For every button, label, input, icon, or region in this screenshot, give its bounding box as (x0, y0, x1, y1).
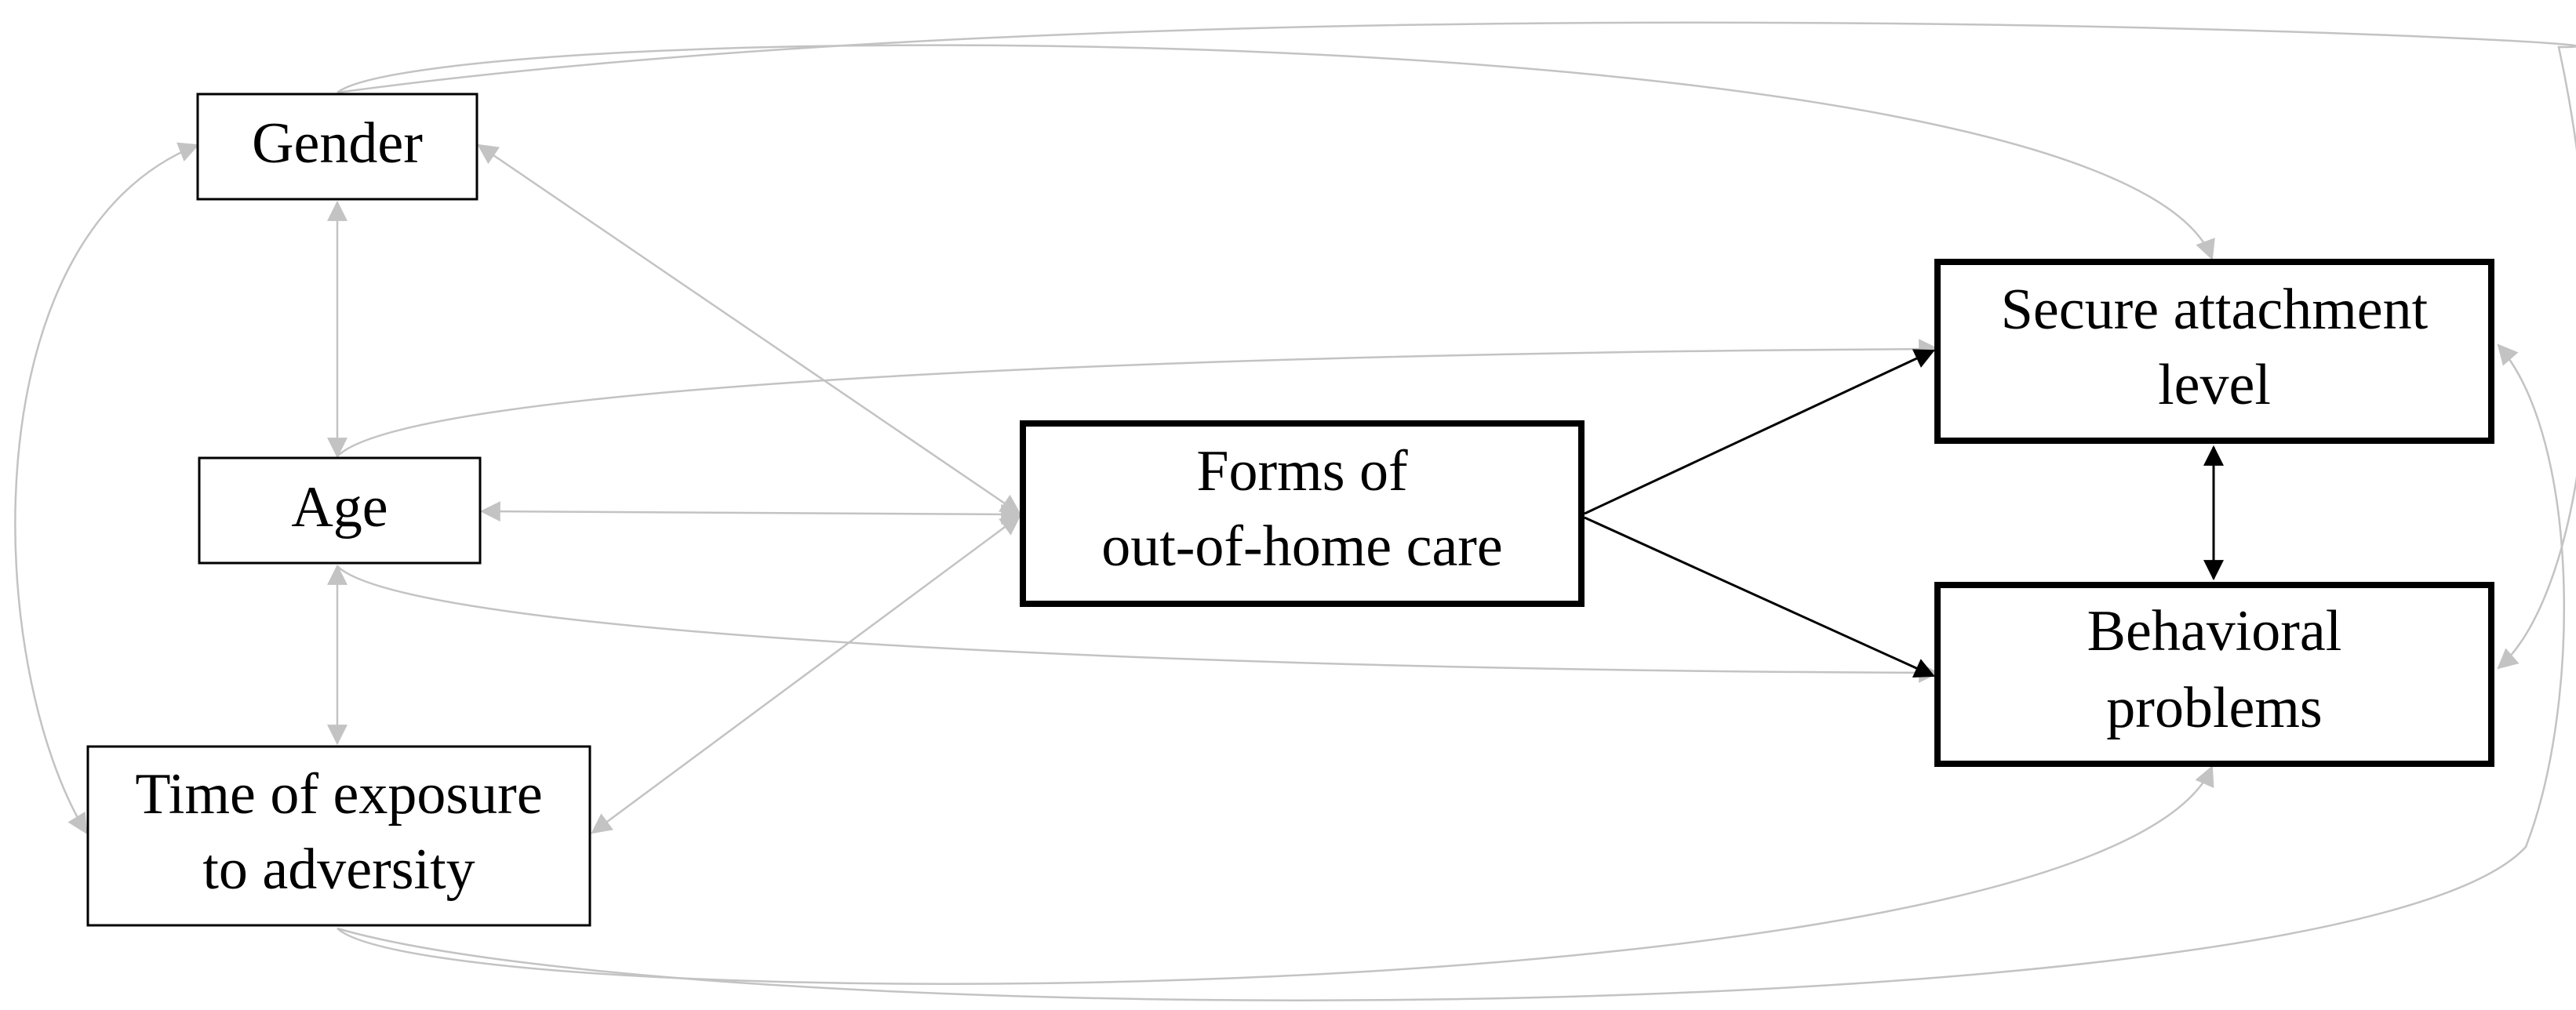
node-behavioral-problems-line2: problems (2106, 676, 2322, 740)
covariate-arrows (14, 21, 2576, 1001)
node-time-exposure-line1: Time of exposure (135, 762, 542, 827)
arrow-age-secure-attachment (337, 339, 1940, 457)
node-secure-attachment-line2: level (2158, 353, 2271, 417)
node-secure-attachment-line1: Secure attachment (2001, 278, 2429, 342)
arrow-age-forms-care (479, 501, 1022, 525)
node-behavioral-problems-line1: Behavioral (2087, 599, 2342, 663)
arrow-forms-care-behavioral-problems (1584, 516, 1935, 678)
node-gender-label: Gender (252, 111, 423, 176)
node-age: Age (198, 456, 482, 565)
node-age-label: Age (291, 475, 387, 540)
node-forms-care: Forms of out-of-home care (1020, 420, 1585, 607)
arrow-time-exposure-secure-attachment (337, 343, 2566, 1001)
arrow-time-exposure-behavioral-problems (337, 765, 2214, 985)
node-time-exposure: Time of exposure to adversity (86, 745, 591, 927)
main-arrows (1584, 349, 2224, 678)
node-forms-care-line2: out-of-home care (1101, 514, 1503, 579)
arrow-gender-behavioral-problems (337, 21, 2576, 670)
arrow-gender-secure-attachment (337, 44, 2215, 261)
node-secure-attachment: Secure attachment level (1934, 259, 2494, 444)
arrow-gender-forms-care (477, 144, 1021, 515)
node-behavioral-problems: Behavioral problems (1934, 582, 2494, 767)
node-time-exposure-line2: to adversity (202, 837, 475, 902)
arrow-age-behavioral-problems (337, 565, 1940, 683)
arrow-time-exposure-forms-care (591, 514, 1021, 834)
node-gender: Gender (196, 93, 478, 201)
arrow-gender-time-exposure (14, 142, 200, 834)
arrow-forms-care-secure-attachment (1584, 349, 1935, 515)
node-forms-care-line1: Forms of (1196, 439, 1408, 503)
